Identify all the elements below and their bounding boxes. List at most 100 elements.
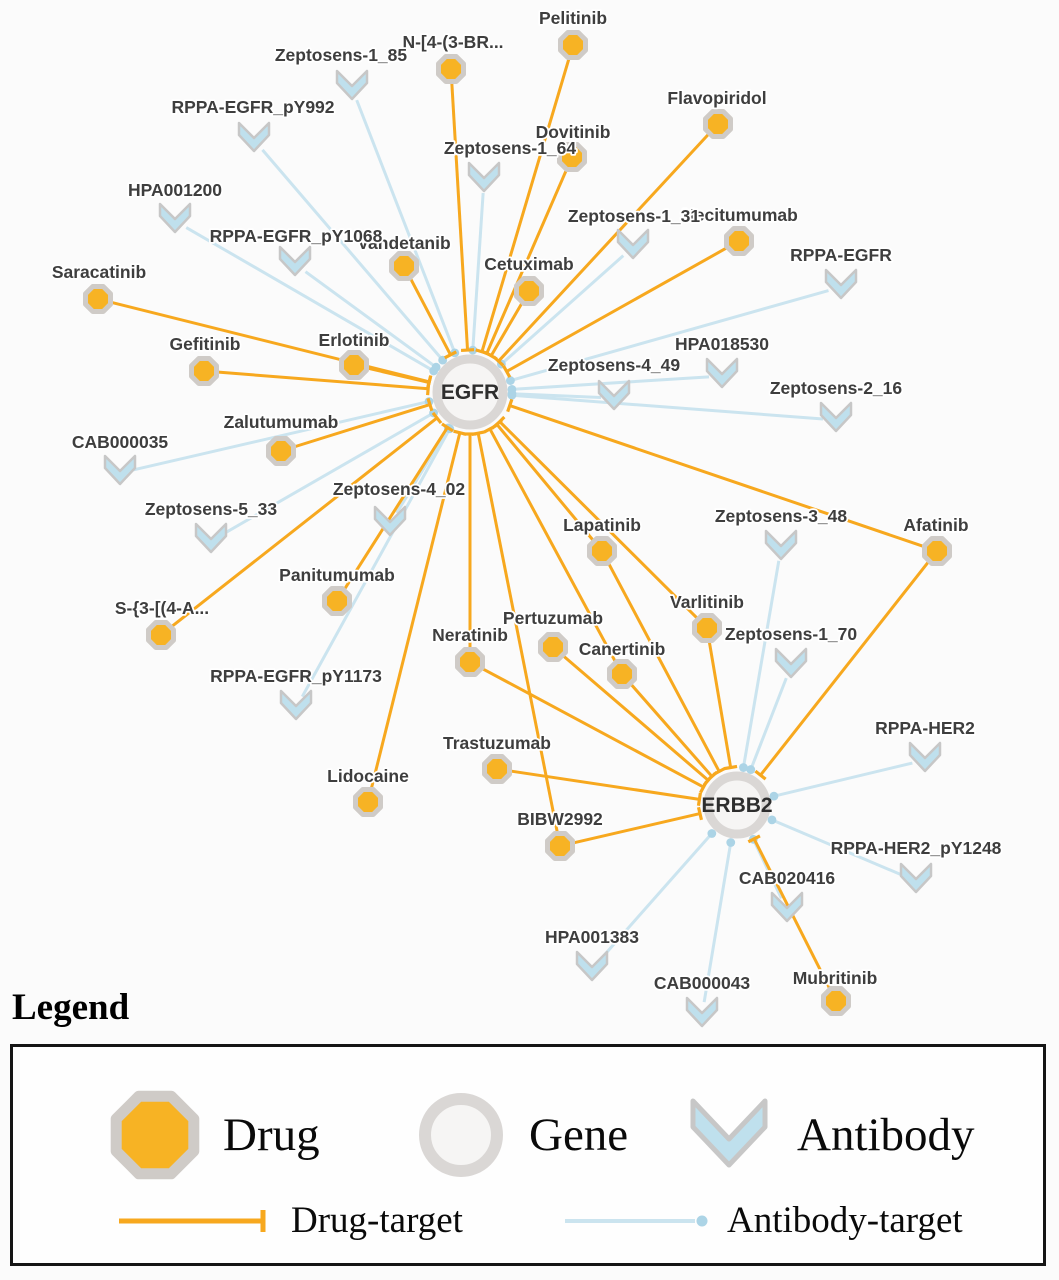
antibody-target-edge [702, 842, 733, 1003]
drug-node-Lidocaine[interactable] [353, 787, 383, 817]
antibody-node-Zeptosens-2_16[interactable] [819, 401, 853, 433]
antibody-target-edge [221, 411, 435, 536]
antibody-node-Zeptosens-3_48[interactable] [764, 529, 798, 561]
drug-target-edge [489, 301, 524, 357]
antibody-node-RPPA-HER2[interactable] [908, 741, 942, 773]
node-label: N-[4-(3-BR... [402, 32, 503, 52]
drug-target-edge [606, 561, 721, 773]
antibody-node-RPPA-EGFR[interactable] [824, 268, 858, 300]
antibody-node-CAB000043[interactable] [685, 996, 719, 1028]
drug-node-Canertinib[interactable] [607, 659, 637, 689]
drug-node-Saracatinib[interactable] [83, 284, 113, 314]
antibody-target-edge [511, 392, 602, 399]
drug-node-Zalutumumab[interactable] [266, 436, 296, 466]
drug-node-BIBW2992[interactable] [545, 831, 575, 861]
drug-node-Lapatinib[interactable] [587, 536, 617, 566]
gene-node-ERBB2[interactable] [703, 771, 771, 839]
node-label: Pertuzumab [503, 608, 603, 628]
antibody-node-Zeptosens-5_33[interactable] [194, 522, 228, 554]
antibody-node-Zeptosens-1_70[interactable] [774, 647, 808, 679]
label-layer: EGFRERBB2PelitinibN-[4-(3-BR...Flavopiri… [50, 6, 1003, 995]
drug-node-S-{3-[(4-A...[interactable] [146, 620, 176, 650]
antibody-node-Zeptosens-1_85[interactable] [335, 69, 369, 101]
antibody-target-dot [746, 765, 756, 774]
legend-antibody-label: Antibody [797, 1109, 975, 1161]
node-label: Varlitinib [670, 592, 744, 612]
drug-node-Flavopiridol[interactable] [703, 109, 733, 139]
drug-target-edge [342, 426, 449, 591]
drug-target-edge [480, 57, 571, 353]
antibody-node-HPA001200[interactable] [158, 202, 192, 234]
drug-node-Varlitinib[interactable] [692, 613, 722, 643]
drug-node-Mubritinib[interactable] [821, 986, 851, 1016]
antibody-target-edge [599, 832, 713, 961]
antibody-node-Zeptosens-4_02[interactable] [373, 505, 407, 537]
drug-node-Neratinib[interactable] [455, 647, 485, 677]
drug-node-Panitumumab[interactable] [322, 586, 352, 616]
antibody-target-dot [431, 362, 441, 372]
drug-node-Pelitinib[interactable] [558, 30, 588, 60]
antibody-node-CAB020416[interactable] [770, 891, 804, 923]
edge-layer [110, 57, 931, 1003]
drug-node-Afatinib[interactable] [922, 536, 952, 566]
node-label: RPPA-EGFR_pY1173 [210, 666, 382, 686]
drug-target-edge [759, 560, 931, 777]
drug-target-tee [696, 806, 704, 821]
gene-node-EGFR[interactable] [432, 354, 508, 430]
drug-target-edge [509, 404, 926, 549]
legend-item-drug: Drug [103, 1083, 320, 1187]
antibody-node-CAB000035[interactable] [103, 454, 137, 486]
node-label: Mubritinib [793, 968, 878, 988]
drug-node-N-[4-(3-BR...[interactable] [436, 54, 466, 84]
node-label: Zeptosens-4_02 [333, 479, 466, 499]
node-label: HPA001383 [545, 927, 639, 947]
drug-target-edge [509, 769, 700, 801]
drug-node-Dovitinib[interactable] [557, 142, 587, 172]
drug-target-tee [441, 422, 454, 433]
antibody-node-HPA001383[interactable] [575, 950, 609, 982]
node-label: Zeptosens-5_33 [145, 499, 278, 519]
drug-target-edge [408, 276, 452, 356]
drug-target-edge [488, 428, 618, 664]
antibody-node-Zeptosens-1_31[interactable] [616, 228, 650, 260]
antibody-node-RPPA-EGFR_pY1068[interactable] [278, 245, 312, 277]
drug-node-Gefitinib[interactable] [189, 356, 219, 386]
drug-target-edge [292, 403, 431, 449]
node-label: Pelitinib [539, 8, 607, 28]
antibody-target-edge [500, 254, 625, 366]
antibody-node-RPPA-HER2_pY1248[interactable] [899, 862, 933, 894]
antibody-target-dot [506, 376, 515, 385]
drug-target-edge [497, 132, 711, 363]
antibody-node-Zeptosens-4_49[interactable] [597, 379, 631, 411]
antibody-node-RPPA-EGFR_pY1173[interactable] [279, 689, 313, 721]
drug-target-tee [702, 774, 714, 787]
drug-target-edge [450, 81, 470, 351]
drug-target-tee [471, 430, 485, 437]
node-label: CAB000043 [654, 973, 751, 993]
drug-node-Pertuzumab[interactable] [538, 632, 568, 662]
antibody-target-edge [304, 270, 437, 369]
antibody-target-edge [355, 99, 457, 354]
antibody-node-RPPA-EGFR_pY992[interactable] [237, 121, 271, 153]
network-canvas[interactable]: EGFRERBB2PelitinibN-[4-(3-BR...Flavopiri… [0, 0, 1059, 1040]
antibody-target-dot [707, 829, 717, 838]
node-label: Zalutumumab [224, 412, 339, 432]
drug-target-edge [495, 423, 595, 542]
node-label: Erlotinib [319, 330, 390, 350]
gene-label: EGFR [441, 381, 499, 404]
antibody-target-edge [749, 677, 788, 771]
drug-node-Cetuximab[interactable] [514, 276, 544, 306]
drug-node-Erlotinib[interactable] [339, 350, 369, 380]
node-label: Zeptosens-1_64 [444, 138, 577, 158]
drug-node-Trastuzumab[interactable] [482, 754, 512, 784]
drug-node-Vandetanib[interactable] [389, 251, 419, 281]
drug-target-tee [426, 375, 433, 390]
antibody-target-edge [741, 560, 781, 768]
node-label: HPA018530 [675, 334, 769, 354]
node-label: CAB020416 [739, 868, 836, 888]
drug-target-tee [494, 415, 506, 428]
antibody-target-edge [771, 818, 905, 878]
drug-node-Necitumumab[interactable] [724, 226, 754, 256]
antibody-node-Zeptosens-1_64[interactable] [467, 161, 501, 193]
antibody-node-HPA018530[interactable] [705, 357, 739, 389]
